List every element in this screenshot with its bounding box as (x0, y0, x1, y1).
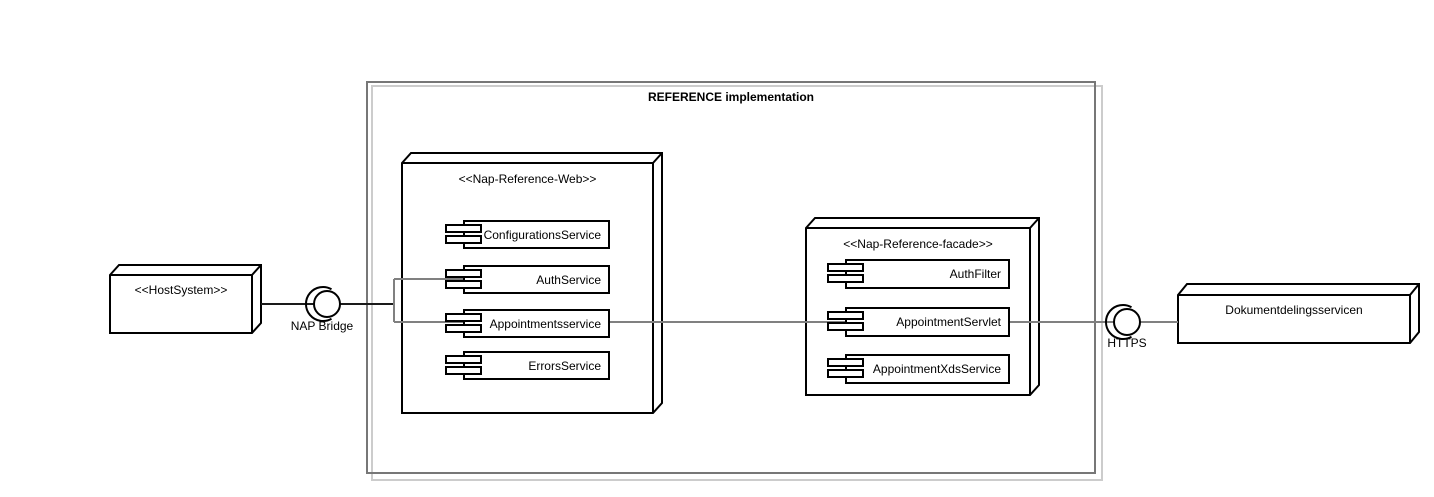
component-icon (445, 280, 482, 289)
boundary-title: REFERENCE implementation (647, 90, 815, 104)
nap-bridge-label: NAP Bridge (290, 319, 354, 333)
component-label: ConfigurationsService (483, 227, 601, 242)
component-icon (827, 322, 864, 331)
nap-bridge-ball-socket-icon (305, 286, 341, 322)
component-errors-service: ErrorsService (445, 351, 610, 380)
component-icon (445, 313, 482, 322)
nap-reference-facade-label: <<Nap-Reference-facade>> (843, 237, 993, 251)
component-appointment-servlet: AppointmentServlet (827, 307, 1010, 337)
component-appointment-xds-service: AppointmentXdsService (827, 354, 1010, 384)
boundary-shadow-rect (371, 85, 1103, 481)
component-icon (445, 324, 482, 333)
component-label: Appointmentsservice (489, 316, 601, 331)
component-icon (827, 274, 864, 283)
nap-reference-web-label: <<Nap-Reference-Web>> (458, 172, 597, 186)
component-configurations-service: ConfigurationsService (445, 220, 610, 249)
host-system-node (109, 264, 262, 334)
boundary-box (366, 81, 1096, 474)
component-appointmentsservice: Appointmentsservice (445, 309, 610, 338)
component-label: ErrorsService (528, 358, 601, 373)
component-icon (827, 369, 864, 378)
component-icon (827, 358, 864, 367)
component-auth-filter: AuthFilter (827, 259, 1010, 289)
component-icon (827, 263, 864, 272)
component-icon (445, 366, 482, 375)
host-system-label: <<HostSystem>> (134, 283, 228, 297)
component-label: AuthService (536, 272, 601, 287)
component-label: AppointmentXdsService (872, 362, 1001, 376)
https-ball-socket-icon (1105, 304, 1141, 340)
component-icon (445, 235, 482, 244)
component-icon (445, 269, 482, 278)
component-label: AppointmentServlet (896, 315, 1001, 329)
https-label: HTTPS (1107, 336, 1147, 350)
component-icon (445, 224, 482, 233)
component-auth-service: AuthService (445, 265, 610, 294)
component-icon (827, 311, 864, 320)
component-icon (445, 355, 482, 364)
dokument-label: Dokumentdelingsservicen (1225, 303, 1363, 317)
component-label: AuthFilter (949, 267, 1001, 281)
dokument-node (1177, 283, 1420, 344)
